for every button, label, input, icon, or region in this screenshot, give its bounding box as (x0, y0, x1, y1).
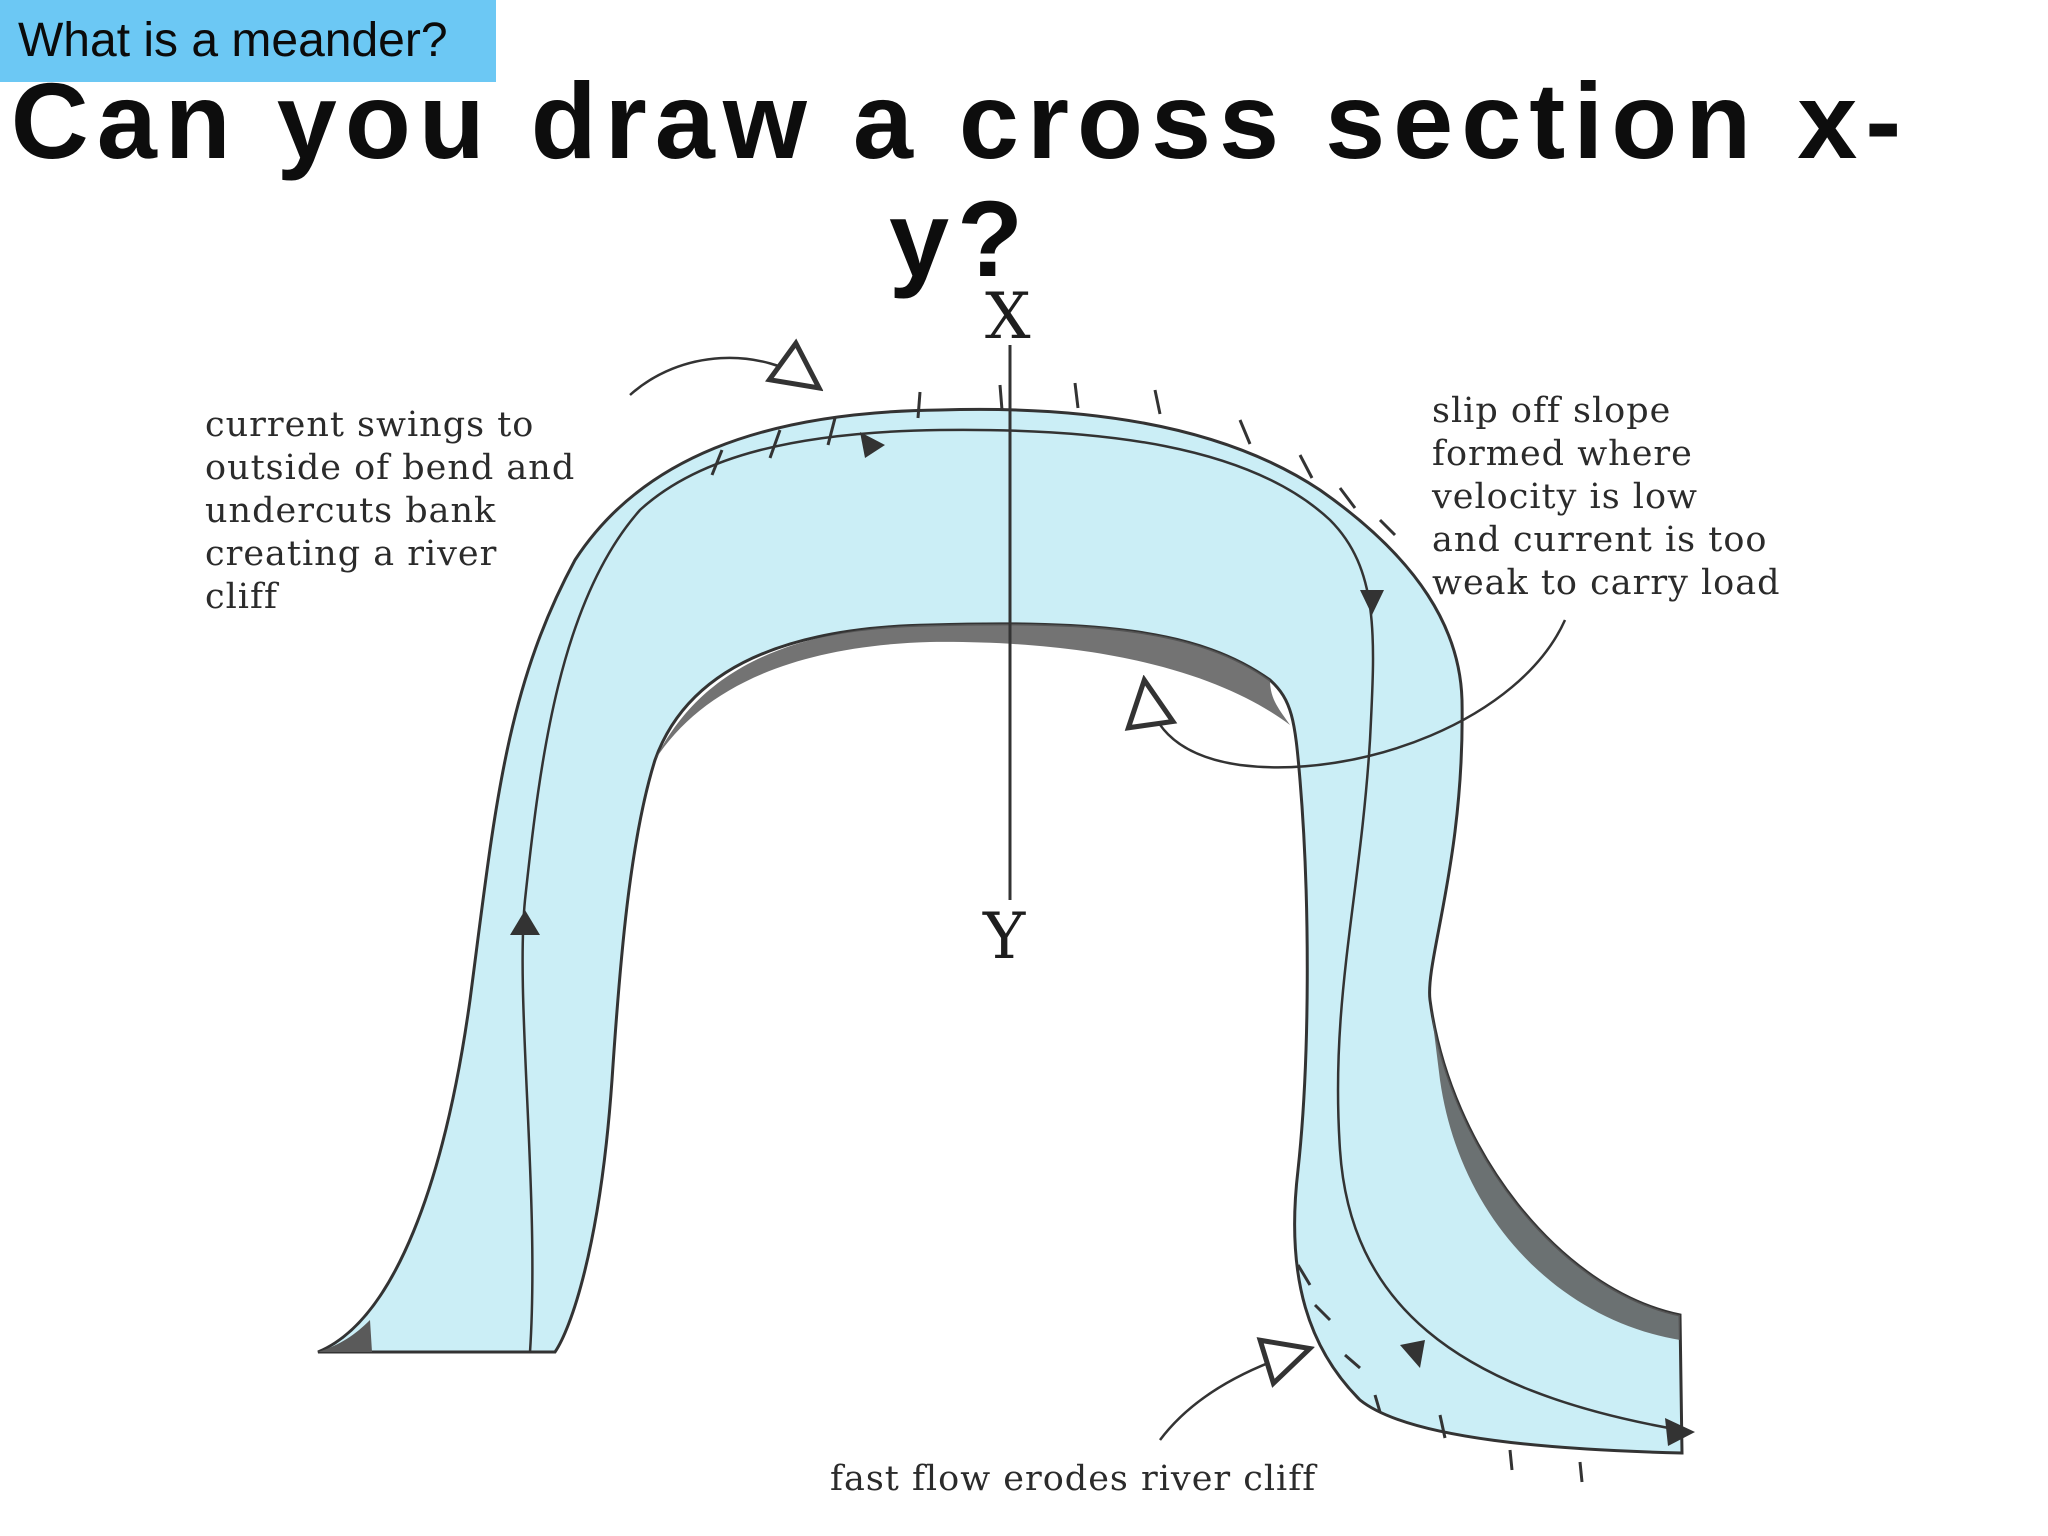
river-channel (317, 407, 1684, 1455)
flow-arrow-right (1360, 590, 1384, 615)
header-tag: What is a meander? (0, 0, 496, 82)
label-river-cliff-line: undercuts bank (205, 491, 496, 531)
label-river-cliff-line: outside of bend and (205, 448, 575, 488)
flow-line (521, 428, 1681, 1432)
label-river-cliff-line: cliff (205, 577, 280, 617)
start-bank-shading (318, 1320, 372, 1352)
pointer-fast-flow (1159, 1350, 1305, 1441)
axis-label-x: X (985, 280, 1031, 354)
label-slip-off-line: weak to carry load (1432, 563, 1781, 603)
label-river-cliff: current swings to outside of bend and un… (205, 405, 575, 617)
label-slip-off-line: formed where (1432, 434, 1693, 474)
label-fast-flow: fast flow erodes river cliff (830, 1459, 1318, 1499)
pointer-river-cliff (629, 358, 815, 396)
label-river-cliff-line: current swings to (205, 405, 534, 445)
flow-arrow-left (510, 910, 540, 935)
label-slip-off-line: velocity is low (1431, 477, 1698, 517)
title-line-1: Can you draw a cross section x- (10, 60, 1910, 181)
flow-arrow-top-left (860, 432, 885, 458)
erosion-ticks (710, 382, 1584, 1483)
slip-off-shading (655, 623, 1290, 760)
pointer-slip-off (1145, 619, 1567, 769)
label-slip-off: slip off slope formed where velocity is … (1431, 391, 1781, 603)
axis-label-y: Y (982, 900, 1026, 974)
label-slip-off-line: slip off slope (1432, 391, 1671, 431)
flow-arrow-bottom (1400, 1340, 1425, 1368)
title-line-2: y? (888, 178, 1032, 299)
inner-bank-shading (1430, 1000, 1680, 1340)
page-title: Can you draw a cross section x- y? (0, 62, 1920, 298)
flow-arrow-end (1665, 1418, 1695, 1446)
label-slip-off-line: and current is too (1432, 520, 1767, 560)
label-river-cliff-line: creating a river (205, 534, 497, 574)
